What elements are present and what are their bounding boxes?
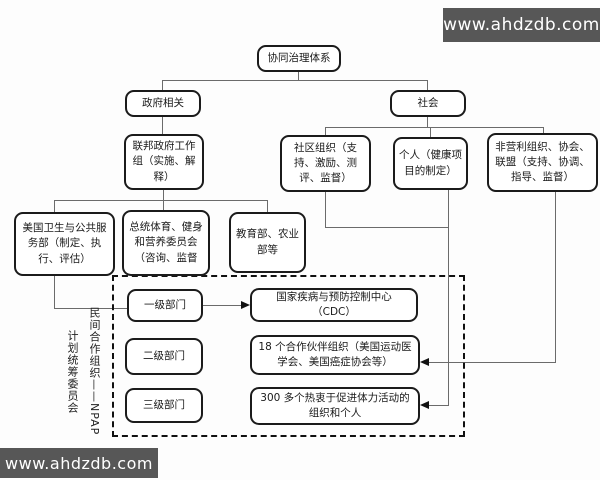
connector-root-down <box>298 72 299 80</box>
connector-orgs-arrowline <box>429 405 449 406</box>
connector-hhs-level1 <box>54 308 127 309</box>
connector-edu-in <box>267 200 268 212</box>
node-hhs: 美国卫生与公共服 务部（制定、执 行、评估） <box>14 212 115 276</box>
node-cdc: 国家疾病与预防控制中心 （CDC） <box>250 288 418 322</box>
connector-society-down <box>427 117 428 127</box>
side-label-col1: 民间合作组织——NPAP <box>88 307 101 436</box>
node-level1-dept: 一级部门 <box>127 289 203 322</box>
connector-level1-cdc <box>203 305 243 306</box>
node-community-orgs: 社区组织（支 持、激励、测 评、监督） <box>280 135 371 192</box>
dashed-group-box <box>112 275 465 437</box>
connector-society-in <box>427 80 428 90</box>
node-300-orgs: 300 多个热衷于促进体力活动的 组织和个人 <box>250 387 420 425</box>
connector-community-in <box>325 127 326 135</box>
connector-community-join <box>325 227 448 228</box>
arrowhead-orgs <box>420 400 429 409</box>
connector-nonprofit-in <box>543 127 544 133</box>
watermark-top-right: www.ahdzdb.com <box>443 8 600 42</box>
connector-community-down <box>325 192 326 227</box>
connector-federal-split <box>54 200 268 201</box>
node-level2-dept: 二级部门 <box>125 338 203 375</box>
node-government: 政府相关 <box>125 90 201 117</box>
connector-partners-arrowline <box>429 362 556 363</box>
arrowhead-cdc <box>241 300 250 309</box>
node-partner-orgs: 18 个合作伙伴组织（美国运动医 学会、美国癌症协会等） <box>250 335 420 375</box>
connector-top-split <box>162 80 428 81</box>
node-nonprofits: 非营利组织、协会、 联盟（支持、协调、 指导、监督） <box>487 133 598 192</box>
connector-gov-federal <box>162 117 163 134</box>
node-level3-dept: 三级部门 <box>125 388 203 423</box>
node-individuals: 个人（健康项 目的制定） <box>393 137 468 190</box>
node-presidents-council: 总统体育、健身 和营养委员会 （咨询、监督 <box>122 210 210 276</box>
node-federal-workgroup: 联邦政府工作 组（实施、解 释） <box>124 134 204 190</box>
node-education-agriculture: 教育部、农业 部等 <box>229 212 306 273</box>
connector-hhs-in <box>54 200 55 212</box>
node-society: 社会 <box>390 90 466 117</box>
node-root: 协同治理体系 <box>257 45 341 72</box>
connector-individual-in <box>430 127 431 137</box>
connector-individual-down <box>448 190 449 405</box>
connector-hhs-down <box>54 276 55 308</box>
side-label-col2: 计划统筹委员会 <box>66 330 79 414</box>
watermark-bottom-left: www.ahdzdb.com <box>0 448 158 478</box>
connector-nonprofit-down <box>555 192 556 362</box>
connector-gov-in <box>162 80 163 90</box>
connector-society-split <box>325 127 543 128</box>
arrowhead-partners <box>420 357 429 366</box>
